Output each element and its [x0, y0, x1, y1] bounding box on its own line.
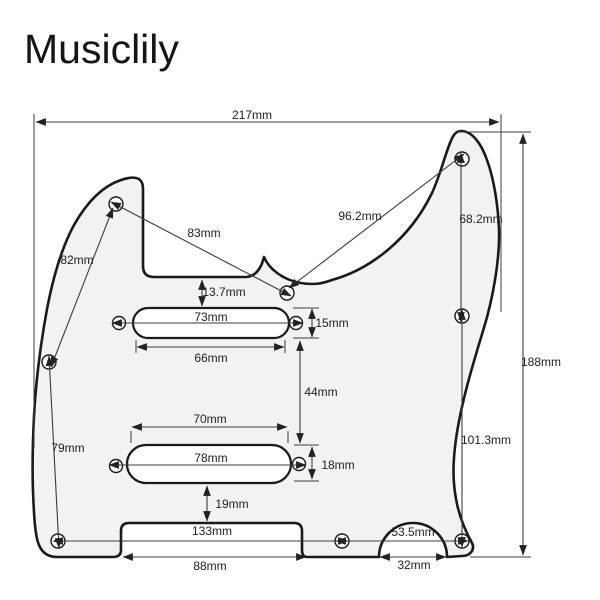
screw-hole-bridge-slot-left	[108, 458, 124, 474]
dim-label-73: 73mm	[194, 310, 228, 324]
extension-lines	[33, 114, 531, 558]
dim-label-15: 15mm	[315, 316, 349, 330]
dim-label-78: 78mm	[194, 451, 228, 465]
dim-label-83: 83mm	[187, 226, 221, 240]
dim-83	[110, 201, 292, 297]
dim-label-44: 44mm	[304, 385, 338, 399]
dim-label-68-2: 68.2mm	[459, 212, 503, 226]
dim-82	[50, 207, 114, 368]
dim-label-82: 82mm	[60, 253, 94, 267]
dim-label-66: 66mm	[194, 351, 228, 365]
dim-label-96-2: 96.2mm	[338, 209, 382, 223]
dim-label-32: 32mm	[397, 558, 431, 572]
dim-label-53-5: 53.5mm	[391, 525, 435, 539]
pickguard-outline	[31, 129, 501, 559]
dim-label-70: 70mm	[193, 412, 227, 426]
dim-label-88: 88mm	[193, 559, 227, 573]
dim-label-133: 133mm	[191, 524, 233, 538]
dim-label-19: 19mm	[215, 497, 249, 511]
dimension-lines	[35, 118, 527, 561]
dim-label-101-3: 101.3mm	[460, 433, 512, 447]
dim-label-13-7: 13.7mm	[202, 285, 246, 299]
dim-label-total-width: 217mm	[231, 108, 273, 122]
brand-logo: Musiclily	[24, 26, 179, 72]
screw-hole-bridge-slot-right	[291, 456, 307, 472]
dim-label-18: 18mm	[321, 458, 355, 472]
dim-79	[45, 355, 63, 549]
dim-96-2	[288, 153, 465, 289]
dim-label-79: 79mm	[51, 441, 85, 455]
dim-label-total-height: 188mm	[520, 355, 562, 369]
screw-hole-middle	[279, 285, 295, 301]
